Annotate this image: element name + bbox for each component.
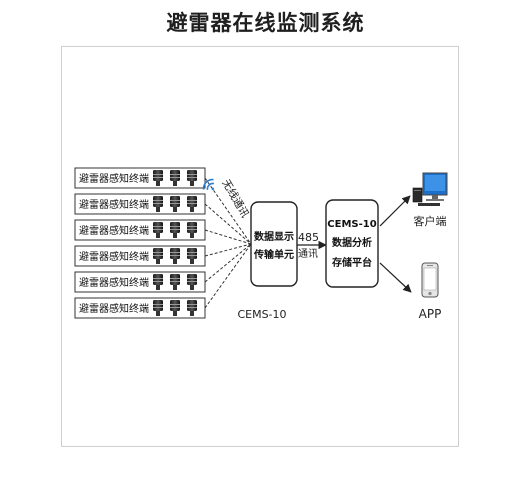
sensor-terminal-row: 避雷器感知终端	[74, 245, 206, 267]
sensor-terminal-row: 避雷器感知终端	[74, 219, 206, 241]
analysis-line3: 存储平台	[332, 256, 372, 269]
sensor-terminal-list: 避雷器感知终端避雷器感知终端避雷器感知终端避雷器感知终端避雷器感知终端避雷器感知…	[74, 167, 206, 319]
display-unit-line1: 数据显示	[254, 230, 294, 243]
wireless-link-line	[204, 229, 252, 245]
arrester-sensor-icon	[170, 170, 180, 186]
arrester-sensor-icon	[170, 222, 180, 238]
page-title: 避雷器在线监测系统	[166, 11, 365, 35]
wireless-link-line	[204, 243, 252, 257]
sensor-row-label: 避雷器感知终端	[79, 302, 149, 315]
arrester-sensor-icon	[187, 274, 197, 290]
sensor-terminal-row: 避雷器感知终端	[74, 193, 206, 215]
wireless-link-line	[204, 203, 252, 245]
arrester-sensor-icon	[187, 196, 197, 212]
sensor-row-label: 避雷器感知终端	[79, 198, 149, 211]
link-label-line2: 通讯	[298, 248, 318, 260]
app-label: APP	[419, 307, 442, 321]
sensor-terminal-row: 避雷器感知终端	[74, 271, 206, 293]
arrester-sensor-icon	[153, 248, 163, 264]
analysis-platform-box	[325, 199, 379, 288]
wifi-icon	[202, 178, 215, 191]
display-unit-box	[250, 201, 298, 287]
arrester-sensor-icon	[170, 300, 180, 316]
desktop-computer-icon	[412, 172, 448, 206]
wireless-link-line	[204, 243, 252, 283]
sensor-row-label: 避雷器感知终端	[79, 276, 149, 289]
arrester-sensor-icon	[187, 170, 197, 186]
sensor-row-label: 避雷器感知终端	[79, 172, 149, 185]
arrester-sensor-icon	[187, 300, 197, 316]
sensor-terminal-row: 避雷器感知终端	[74, 167, 206, 189]
app-arrow	[379, 262, 412, 293]
client-arrow	[379, 195, 411, 227]
wireless-label: 无线通讯	[219, 177, 252, 220]
link-label-line1: 485	[298, 231, 319, 244]
arrester-sensor-icon	[153, 274, 163, 290]
wireless-links	[204, 177, 252, 309]
arrester-sensor-icon	[153, 170, 163, 186]
arrester-sensor-icon	[153, 222, 163, 238]
arrester-sensor-icon	[170, 274, 180, 290]
sensor-row-label: 避雷器感知终端	[79, 250, 149, 263]
display-unit-line2: 传输单元	[253, 248, 294, 261]
arrester-sensor-icon	[170, 196, 180, 212]
arrester-sensor-icon	[153, 196, 163, 212]
wireless-link-line	[204, 177, 252, 245]
smartphone-icon	[421, 262, 439, 298]
display-unit-model: CEMS-10	[237, 308, 286, 321]
arrester-sensor-icon	[187, 222, 197, 238]
wireless-link-line	[204, 243, 252, 309]
analysis-line2: 数据分析	[332, 236, 372, 249]
sensor-row-label: 避雷器感知终端	[79, 224, 149, 237]
arrester-sensor-icon	[187, 248, 197, 264]
sensor-terminal-row: 避雷器感知终端	[74, 297, 206, 319]
client-label: 客户端	[414, 214, 447, 228]
arrester-sensor-icon	[170, 248, 180, 264]
arrester-sensor-icon	[153, 300, 163, 316]
analysis-line1: CEMS-10	[327, 219, 376, 230]
